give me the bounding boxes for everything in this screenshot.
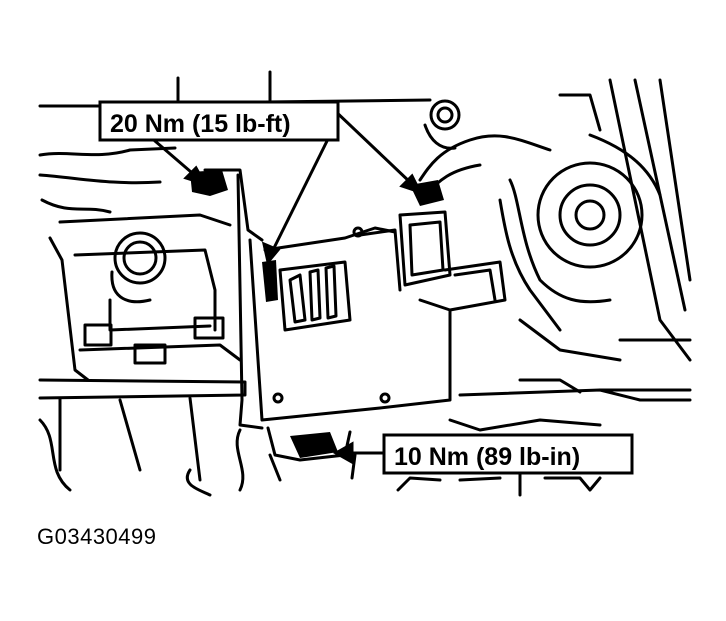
leader-line-2 — [270, 134, 332, 253]
arrowhead-icon — [399, 173, 423, 195]
callout-bottom-box — [382, 433, 634, 475]
figure-id: G03430499 — [37, 524, 157, 549]
bolt-center — [262, 260, 278, 302]
arrowhead-icon — [332, 441, 354, 465]
callout-top-label: 20 Nm (15 lb-ft) — [110, 110, 291, 138]
bolt-bottom — [290, 432, 338, 458]
leader-line-3 — [330, 106, 414, 186]
callout-top: 20 Nm (15 lb-ft) — [98, 100, 340, 142]
arrowhead-icon — [261, 241, 281, 266]
engine-linework — [38, 70, 692, 497]
leader-line-1 — [147, 133, 199, 180]
arrowhead-icon — [183, 165, 209, 187]
callout-bottom-label: 10 Nm (89 lb-in) — [394, 443, 580, 471]
callout-bottom: 10 Nm (89 lb-in) — [382, 433, 634, 475]
callout-top-box — [98, 100, 340, 142]
leader-arrows — [147, 106, 423, 465]
